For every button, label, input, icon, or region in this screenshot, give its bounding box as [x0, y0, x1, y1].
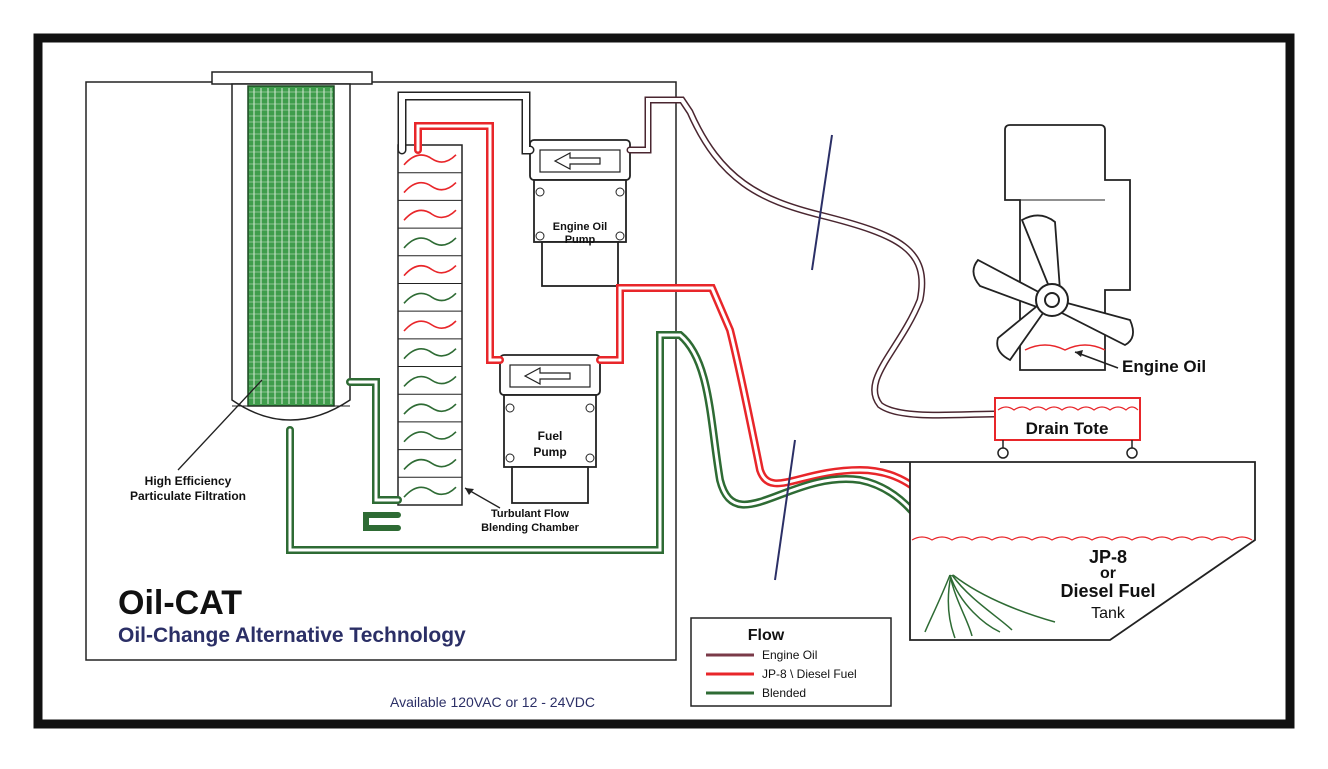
legend-title: Flow: [748, 627, 785, 644]
chamber-label-line2: Blending Chamber: [481, 522, 580, 534]
oil-pump-label-line2: Pump: [565, 234, 596, 246]
diagram-title: Oil-CAT: [118, 584, 242, 622]
engine-oil-label: Engine Oil: [1122, 357, 1206, 376]
fuel-tank: [880, 461, 1256, 641]
flow-legend: [690, 617, 892, 707]
filter-label-line1: High Efficiency: [145, 474, 232, 488]
tank-label-line2: or: [1100, 565, 1116, 582]
diagram-subtitle: Oil-Change Alternative Technology: [118, 624, 466, 647]
drain-tote-label: Drain Tote: [1026, 419, 1109, 438]
filter-cap: [211, 71, 373, 85]
drain-tote: [994, 397, 1141, 459]
wall-divider-upper: [811, 134, 833, 271]
tank-label-line1: JP-8: [1089, 547, 1127, 567]
tank-label-line3: Diesel Fuel: [1060, 581, 1155, 601]
tank-label-line4: Tank: [1091, 605, 1126, 622]
unit-cabinet: [85, 81, 677, 661]
engine-oil-lines: [397, 91, 999, 419]
legend-item-fuel: JP-8 \ Diesel Fuel: [762, 667, 857, 681]
wall-divider-lower: [774, 439, 796, 581]
filter-label-line2: Particulate Filtration: [130, 489, 246, 503]
engine: [972, 124, 1134, 371]
filter-leader: [177, 379, 263, 471]
fuel-pump: [499, 354, 601, 504]
fuel-pump-label-line1: Fuel: [538, 429, 563, 443]
oil-pump-label-line1: Engine Oil: [553, 221, 607, 233]
fuel-pump-label-line2: Pump: [533, 445, 566, 459]
chamber-label-line1: Turbulant Flow: [491, 508, 569, 520]
legend-item-engine-oil: Engine Oil: [762, 648, 817, 662]
particulate-filter: [231, 83, 351, 421]
engine-oil-pump: [529, 139, 631, 287]
blending-chamber: [397, 144, 463, 506]
availability-note: Available 120VAC or 12 - 24VDC: [390, 694, 595, 710]
legend-item-blended: Blended: [762, 686, 806, 700]
